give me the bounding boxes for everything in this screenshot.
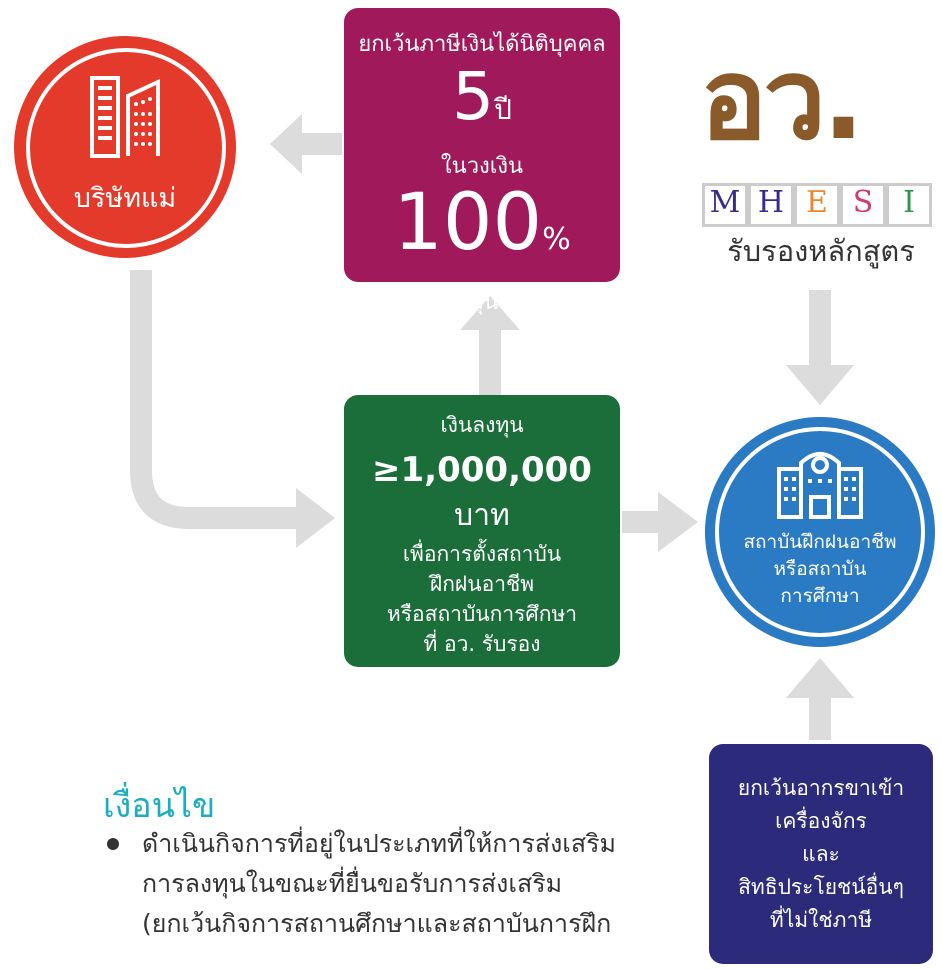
- institute-label-3: การศึกษา: [780, 585, 860, 607]
- condition-line-2: การลงทุนในขณะที่ยื่นขอรับการส่งเสริม: [142, 869, 563, 898]
- arrowhead-right-invest: [296, 488, 335, 548]
- import-duty-box: ยกเว้นอากรขาเข้า เครื่องจักร และ สิทธิปร…: [709, 744, 933, 964]
- conditions-text: ดำเนินกิจการที่อยู่ในประเภทที่ให้การส่งเ…: [142, 824, 702, 944]
- conditions-title: เงื่อนไข: [103, 786, 216, 826]
- mhesi-letter-i: I: [886, 183, 932, 227]
- tax-years-number: 5: [452, 58, 495, 135]
- investment-purpose-4: ที่ อว. รับรอง: [423, 632, 541, 656]
- institute-label-2: หรือสถาบัน: [773, 558, 867, 580]
- mhesi-caption: รับรองหลักสูตร: [727, 234, 915, 268]
- tax-years: 5ปี: [452, 63, 512, 148]
- investment-unit: บาท: [454, 498, 510, 533]
- investment-purpose-3: หรือสถาบันการศึกษา: [386, 602, 578, 626]
- arrow-parent-to-invest: [130, 270, 305, 529]
- tax-years-unit: ปี: [494, 93, 512, 126]
- mhesi-logo-mark: อว.: [700, 35, 865, 165]
- tax-percent-sign: %: [542, 222, 571, 257]
- school-building-icon: [777, 452, 863, 519]
- buildings-icon: [90, 76, 160, 158]
- parent-company-circle: บริษัทแม่: [16, 38, 234, 256]
- import-line-4: สิทธิประโยชน์อื่นๆ: [738, 874, 904, 899]
- mhesi-letter-e: E: [794, 183, 840, 227]
- investment-box: เงินลงทุน ≥1,000,000 บาท เพื่อการตั้งสถา…: [344, 395, 620, 667]
- condition-line-1: ดำเนินกิจการที่อยู่ในประเภทที่ให้การส่งเ…: [142, 829, 616, 858]
- mhesi-letter-m: M: [702, 183, 748, 227]
- investment-purpose-2: ฝึกฝนอาชีพ: [429, 572, 535, 596]
- tax-investment-label: ของเงินลงทุนตั้งสถาบัน: [372, 290, 592, 315]
- bullet-dot: [107, 838, 119, 850]
- import-line-2: เครื่องจักร: [775, 808, 867, 833]
- arrowhead-up-institute: [786, 658, 854, 698]
- arrowhead-left: [270, 114, 302, 174]
- institute-label: สถาบันฝึกฝนอาชีพ หรือสถาบัน การศึกษา: [705, 529, 935, 610]
- institute-label-1: สถาบันฝึกฝนอาชีพ: [743, 531, 897, 553]
- import-line-3: และ: [802, 841, 840, 866]
- tax-percent-number: 100: [393, 178, 543, 268]
- tax-percent: 100%: [393, 183, 570, 284]
- arrowhead-down-institute: [786, 365, 854, 405]
- investment-amount: ≥1,000,000: [372, 450, 592, 490]
- tax-exemption-box: ยกเว้นภาษีเงินได้นิติบุคคล 5ปี ในวงเงิน …: [344, 8, 620, 315]
- investment-purpose-1: เพื่อการตั้งสถาบัน: [402, 542, 562, 566]
- arrowhead-up-center: [460, 296, 520, 330]
- institute-circle: สถาบันฝึกฝนอาชีพ หรือสถาบัน การศึกษา: [705, 417, 935, 647]
- parent-company-label: บริษัทแม่: [73, 183, 177, 214]
- tax-exemption-title: ยกเว้นภาษีเงินได้นิติบุคคล: [358, 32, 606, 57]
- condition-line-3: (ยกเว้นกิจการสถานศึกษาและสถาบันการฝึก: [142, 909, 612, 938]
- import-line-5: ที่ไม่ใช่ภาษี: [769, 907, 873, 932]
- import-line-1: ยกเว้นอากรขาเข้า: [737, 775, 905, 800]
- mhesi-letter-h: H: [748, 183, 794, 227]
- investment-label: เงินลงทุน: [440, 413, 524, 437]
- arrowhead-right-institute: [658, 492, 698, 552]
- tax-limit-label: ในวงเงิน: [440, 154, 524, 179]
- mhesi-letter-s: S: [840, 183, 886, 227]
